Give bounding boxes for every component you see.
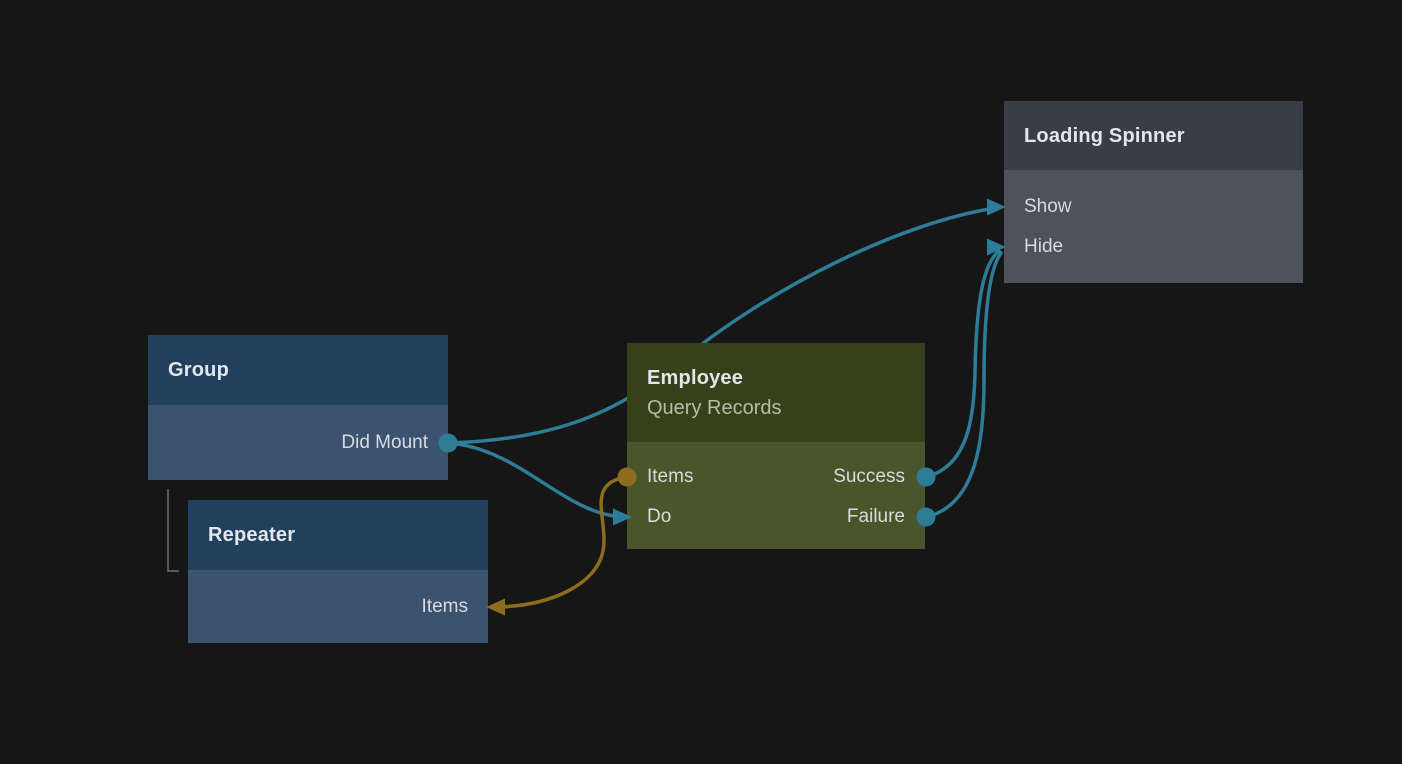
port-do-label: Do bbox=[647, 506, 672, 527]
arrowhead-hide-icon bbox=[987, 238, 1006, 256]
port-row-did-mount: Did Mount bbox=[148, 405, 448, 480]
edge-success-to-hide[interactable] bbox=[924, 249, 1001, 479]
node-group-title: Group bbox=[168, 359, 229, 381]
node-group-body: Did Mount bbox=[148, 405, 448, 480]
port-show-label: Show bbox=[1024, 196, 1072, 217]
node-loading-spinner-body: Show Hide bbox=[1004, 170, 1303, 283]
port-hide-label: Hide bbox=[1024, 236, 1064, 257]
port-row-repeater-items: Items bbox=[188, 570, 488, 643]
port-row-items-success: Items Success bbox=[627, 457, 925, 497]
port-did-mount-label: Did Mount bbox=[341, 431, 428, 453]
port-row-hide: Hide bbox=[1004, 227, 1303, 267]
port-items-dot[interactable] bbox=[617, 467, 637, 487]
port-row-do-failure: Do Failure bbox=[627, 497, 925, 537]
port-repeater-items-label: Items bbox=[421, 595, 468, 617]
node-employee-body: Items Success Do Failure bbox=[627, 442, 925, 549]
node-employee[interactable]: Employee Query Records Items Success Do … bbox=[627, 343, 925, 549]
node-repeater-title: Repeater bbox=[208, 524, 296, 546]
node-group-header[interactable]: Group bbox=[148, 335, 448, 405]
edge-items-to-repeater-items[interactable] bbox=[495, 475, 629, 609]
node-loading-spinner-header[interactable]: Loading Spinner bbox=[1004, 101, 1303, 170]
node-loading-spinner[interactable]: Loading Spinner Show Hide bbox=[1004, 101, 1303, 283]
node-group[interactable]: Group Did Mount bbox=[148, 335, 448, 480]
node-loading-spinner-title: Loading Spinner bbox=[1024, 124, 1185, 147]
arrowhead-do-icon bbox=[613, 508, 632, 526]
port-row-show: Show bbox=[1004, 187, 1303, 227]
hierarchy-line-group-repeater bbox=[167, 489, 179, 572]
port-success-dot[interactable] bbox=[916, 467, 936, 487]
node-employee-header[interactable]: Employee Query Records bbox=[627, 343, 925, 442]
node-repeater-body: Items bbox=[188, 570, 488, 643]
port-success-label: Success bbox=[833, 466, 905, 487]
port-did-mount-dot[interactable] bbox=[438, 433, 458, 453]
port-failure-label: Failure bbox=[846, 506, 905, 527]
port-failure-dot[interactable] bbox=[916, 507, 936, 527]
edge-failure-to-hide[interactable] bbox=[924, 251, 1003, 519]
arrowhead-repeater-items-icon bbox=[486, 598, 505, 616]
node-repeater[interactable]: Repeater Items bbox=[188, 500, 488, 643]
node-employee-title: Employee bbox=[647, 366, 744, 389]
port-items-label: Items bbox=[647, 466, 694, 487]
node-employee-subtitle: Query Records bbox=[647, 396, 782, 419]
node-repeater-header[interactable]: Repeater bbox=[188, 500, 488, 570]
arrowhead-show-icon bbox=[987, 198, 1006, 216]
